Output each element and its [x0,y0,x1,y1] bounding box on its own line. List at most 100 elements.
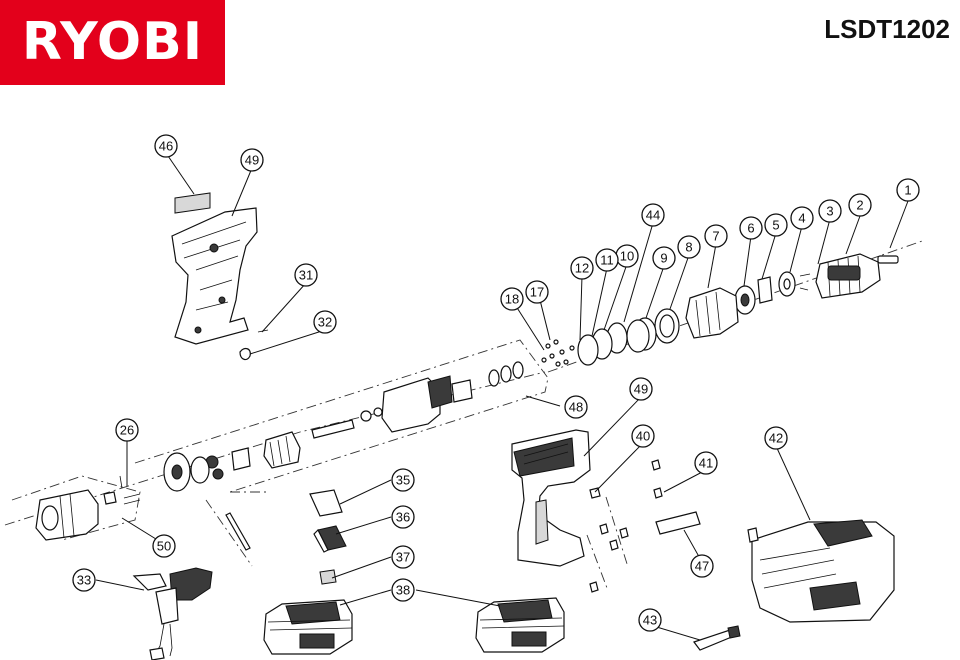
switch-button [313,525,347,553]
clip-5 [757,276,773,304]
callout-18: 18 [500,287,524,311]
belt-clip [693,625,741,651]
screws-outline [586,496,629,589]
bit-axis [205,499,253,567]
front-housing-half [511,429,591,567]
callout-label: 5 [772,218,779,233]
spring-clip-32 [239,347,251,361]
callout-48: 48 [564,395,588,419]
motor-pinion [103,475,141,505]
callout-5: 5 [764,213,788,237]
callout-label: 43 [643,613,657,628]
callout-label: 9 [660,251,667,266]
callout-40: 40 [631,424,655,448]
callout-label: 36 [396,510,410,525]
callout-label: 42 [769,431,783,446]
callout-label: 3 [826,204,833,219]
callout-11: 11 [595,248,619,272]
callout-37: 37 [391,545,415,569]
motor [35,489,99,541]
direction-lever [309,489,343,517]
callout-label: 38 [396,583,410,598]
switch-assembly [132,567,213,660]
battery-charger [747,519,895,623]
callout-label: 46 [159,139,173,154]
callout-label: 12 [575,261,589,276]
clutch-spring-set [577,308,680,366]
callout-41: 41 [694,451,718,475]
callout-38: 38 [391,578,415,602]
label-plate [174,192,211,214]
callout-label: 6 [747,221,754,236]
ryobi-logo: RYOBI [0,0,225,85]
washer-4 [778,271,796,297]
logo-text: RYOBI [21,12,204,72]
callout-label: 31 [299,268,313,283]
callout-7: 7 [704,224,728,248]
callout-label: 49 [245,153,259,168]
callout-label: 10 [620,249,634,264]
callout-42: 42 [764,426,788,450]
callout-label: 35 [396,473,410,488]
model-number: LSDT1202 [824,14,950,44]
callout-17: 17 [525,280,549,304]
callout-36: 36 [391,505,415,529]
callout-label: 41 [699,456,713,471]
callout-46: 46 [154,134,178,158]
motor-group-outline [11,475,141,541]
callout-label: 48 [569,400,583,415]
output-shaft [311,407,383,439]
callout-1: 1 [896,178,920,202]
callout-label: 33 [77,573,91,588]
callout-label: 4 [798,211,805,226]
trigger-insert [319,569,337,585]
callout-label: 8 [685,240,692,255]
rear-housing-half [171,207,258,345]
gearbox-group-outline [134,339,549,493]
callout-label: 1 [904,183,911,198]
callout-label: 32 [318,315,332,330]
housing-screws [589,459,663,593]
callout-10: 10 [615,244,639,268]
callout-label: 7 [712,229,719,244]
callout-2: 2 [848,193,872,217]
callout-26: 26 [115,418,139,442]
ring-gear-plate [163,452,210,492]
callout-44: 44 [641,203,665,227]
callout-50: 50 [152,534,176,558]
drill-chuck [815,253,881,299]
callout-label: 11 [600,253,614,268]
callout-31: 31 [294,263,318,287]
callout-label: 18 [505,292,519,307]
callout-47: 47 [690,554,714,578]
rating-label [655,511,701,535]
screwdriver-bit [225,512,251,551]
callout-33: 33 [72,568,96,592]
callout-label: 2 [856,198,863,213]
callout-6: 6 [739,216,763,240]
callout-label: 47 [695,559,709,574]
callout-43: 43 [638,608,662,632]
callout-32: 32 [313,310,337,334]
callout-label: 26 [120,423,134,438]
callout-label: 17 [530,285,544,300]
callout-label: 49 [634,382,648,397]
callout-4: 4 [790,206,814,230]
callout-49-top: 49 [240,148,264,172]
callout-9: 9 [652,246,676,270]
clutch-ring-7 [685,287,739,339]
battery-pack-right [475,597,565,653]
clutch-plate-6 [734,285,756,315]
callout-35: 35 [391,468,415,492]
leader-lines [95,152,909,641]
callout-3: 3 [818,199,842,223]
callout-label: 37 [396,550,410,565]
chuck-screw-1 [877,255,899,264]
battery-pack-left [263,599,353,655]
callout-label: 40 [636,429,650,444]
callout-label: 50 [157,539,171,554]
gearbox-assembly [381,361,524,433]
callout-49-right: 49 [629,377,653,401]
callout-12: 12 [570,256,594,280]
callout-label: 44 [646,208,660,223]
